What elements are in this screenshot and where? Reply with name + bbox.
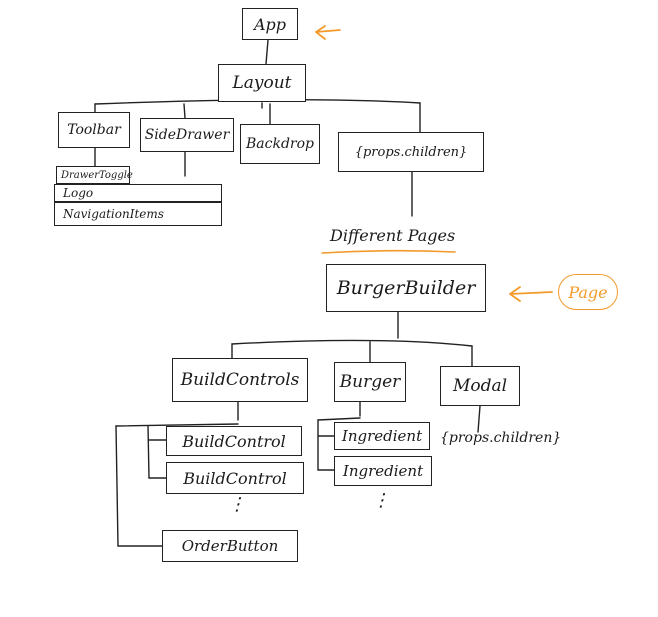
build-control-node-2: BuildControl — [166, 462, 304, 494]
ingredient-node-2: Ingredient — [334, 456, 432, 486]
ingredient-node-1: Ingredient — [334, 422, 430, 450]
modal-node: Modal — [440, 366, 520, 406]
toolbar-node: Toolbar — [58, 112, 130, 148]
side-drawer-node: SideDrawer — [140, 118, 234, 152]
backdrop-node: Backdrop — [240, 124, 320, 164]
logo-node: Logo — [54, 184, 222, 202]
drawer-toggle-node: DrawerToggle — [56, 166, 133, 184]
different-pages-label: Different Pages — [330, 226, 456, 245]
build-controls-ellipsis: ⋮ — [228, 494, 246, 515]
ingredients-ellipsis: ⋮ — [372, 490, 390, 511]
build-controls-node: BuildControls — [172, 358, 308, 402]
burger-builder-node: BurgerBuilder — [326, 264, 486, 312]
app-node: App — [242, 8, 298, 40]
props-children-modal-label: {props.children} — [440, 430, 562, 446]
props-children-top-node: {props.children} — [338, 132, 484, 172]
order-button-node: OrderButton — [162, 530, 298, 562]
burger-node: Burger — [334, 362, 406, 402]
layout-node: Layout — [218, 64, 306, 102]
navigation-items-node: NavigationItems — [54, 202, 222, 226]
build-control-node-1: BuildControl — [166, 426, 302, 456]
page-annotation: Page — [558, 274, 618, 310]
